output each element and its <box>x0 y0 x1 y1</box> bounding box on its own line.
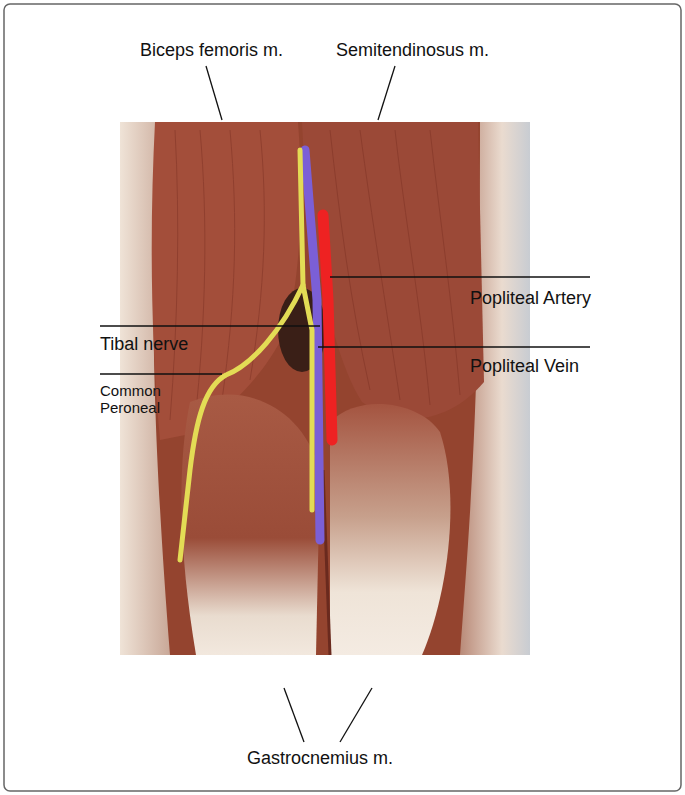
popliteal-artery <box>323 215 332 440</box>
part-label: Gastrocnemius m. <box>247 748 393 769</box>
part-label: Popliteal Artery <box>470 288 591 309</box>
part-label: Popliteal Vein <box>470 356 579 377</box>
biceps-femoris <box>152 122 301 440</box>
gastrocnemius-lateral-head <box>181 395 320 655</box>
tibial-nerve <box>300 150 312 510</box>
muscle-groove <box>323 470 330 655</box>
frame <box>4 4 681 791</box>
part-label: Tibal nerve <box>100 334 188 355</box>
part-label: Biceps femoris m. <box>140 40 283 61</box>
leader-lines <box>100 66 590 742</box>
muscle-ground <box>120 122 530 655</box>
gastrocnemius-medial-head <box>330 404 450 655</box>
part-label: Common Peroneal <box>100 382 190 417</box>
part-label: Semitendinosus m. <box>336 40 489 61</box>
